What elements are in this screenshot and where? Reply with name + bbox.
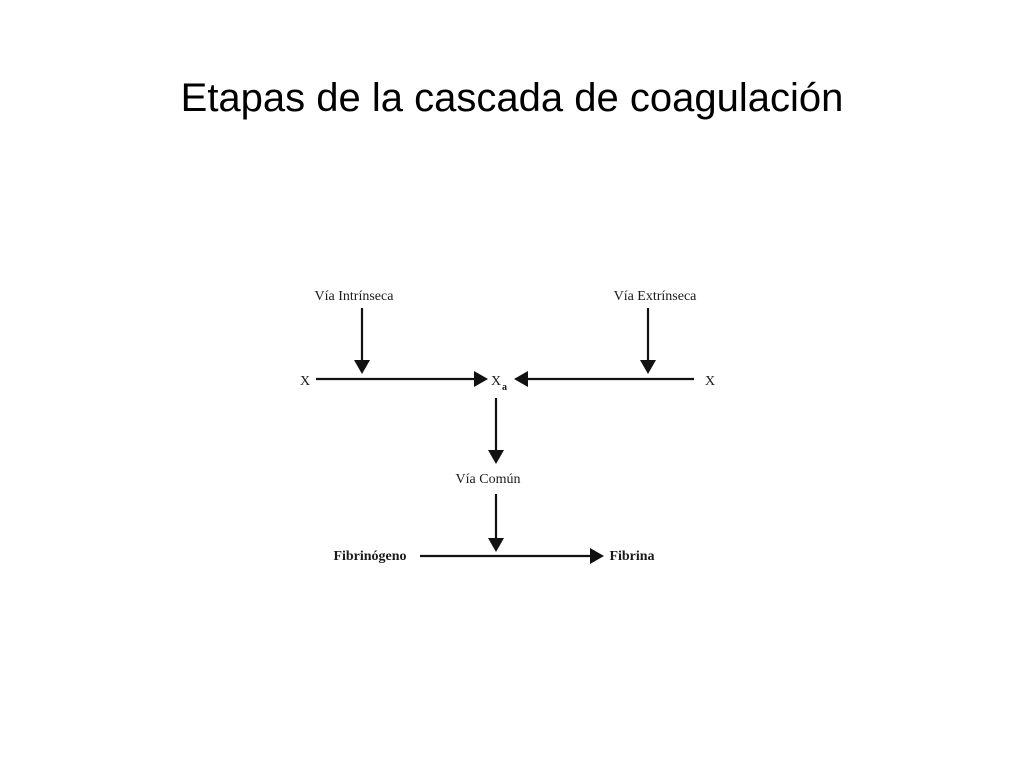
left-to-xa-arrow [316,371,488,387]
fibrin-label: Fibrina [609,549,654,564]
intrinsic-pathway-label: Vía Intrínseca [315,289,395,304]
fibrinogen-to-fibrin-arrow [420,548,604,564]
factor-xa-main: X [491,374,501,389]
factor-x-right-label: X [705,374,715,389]
extrinsic-down-arrow [640,308,656,374]
xa-to-common-arrow [488,398,504,464]
factor-xa-label: X a [491,374,507,393]
right-to-xa-arrow [514,371,694,387]
factor-x-left-label: X [300,374,310,389]
common-to-fibrin-arrow [488,494,504,552]
slide-title: Etapas de la cascada de coagulación [180,76,844,120]
common-pathway-label: Vía Común [456,472,521,487]
fibrinogen-label: Fibrinógeno [333,549,406,564]
factor-xa-subscript: a [502,382,507,393]
intrinsic-down-arrow [354,308,370,374]
extrinsic-pathway-label: Vía Extrínseca [614,289,698,304]
